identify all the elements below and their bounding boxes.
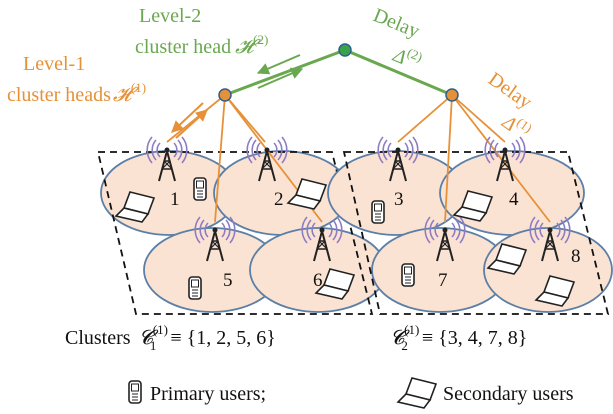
phone-icon xyxy=(188,276,202,300)
arrow-left-green xyxy=(256,54,301,75)
arrow-right-green xyxy=(257,67,304,89)
cell-5-number: 5 xyxy=(223,270,233,291)
level1-head-node-right xyxy=(445,88,459,102)
legend-secondary-users: Secondary users xyxy=(443,383,574,405)
delay-level2-label: Delay xyxy=(370,4,423,42)
cell-4-number: 4 xyxy=(509,189,519,210)
delta-level1-label: Δ(1) xyxy=(497,107,535,144)
cluster-2-boundary xyxy=(342,151,610,315)
cell-1-number: 1 xyxy=(170,189,180,210)
cell-6-number: 6 xyxy=(313,270,323,291)
level2-link-right xyxy=(344,48,453,97)
phone-icon xyxy=(193,177,207,201)
laptop-icon xyxy=(397,377,437,409)
cluster-1-boundary xyxy=(96,151,374,315)
level1-links-right xyxy=(397,94,551,223)
level2-head-node xyxy=(338,43,352,57)
level1-head-node-left xyxy=(218,88,232,102)
arrow-up-orange xyxy=(175,109,208,139)
delay-level1-label: Delay xyxy=(484,68,536,113)
cell-8-number: 8 xyxy=(571,246,581,267)
arrow-down-orange xyxy=(171,102,204,133)
phone-icon xyxy=(128,380,142,404)
cell-7-number: 7 xyxy=(438,270,448,291)
cluster-2 xyxy=(327,150,613,315)
phone-icon xyxy=(401,263,415,287)
level2-link-left xyxy=(224,48,346,97)
phone-icon xyxy=(371,200,385,224)
level2-label-line1: Level-2 xyxy=(139,5,201,27)
cluster-2-formula: 𝓒(1)2≡ {3, 4, 7, 8} xyxy=(390,322,527,353)
level1-label-line1: Level-1 xyxy=(23,53,85,75)
cell-3-number: 3 xyxy=(394,189,404,210)
cell-2-number: 2 xyxy=(274,189,284,210)
legend-primary-users: Primary users; xyxy=(150,383,266,405)
